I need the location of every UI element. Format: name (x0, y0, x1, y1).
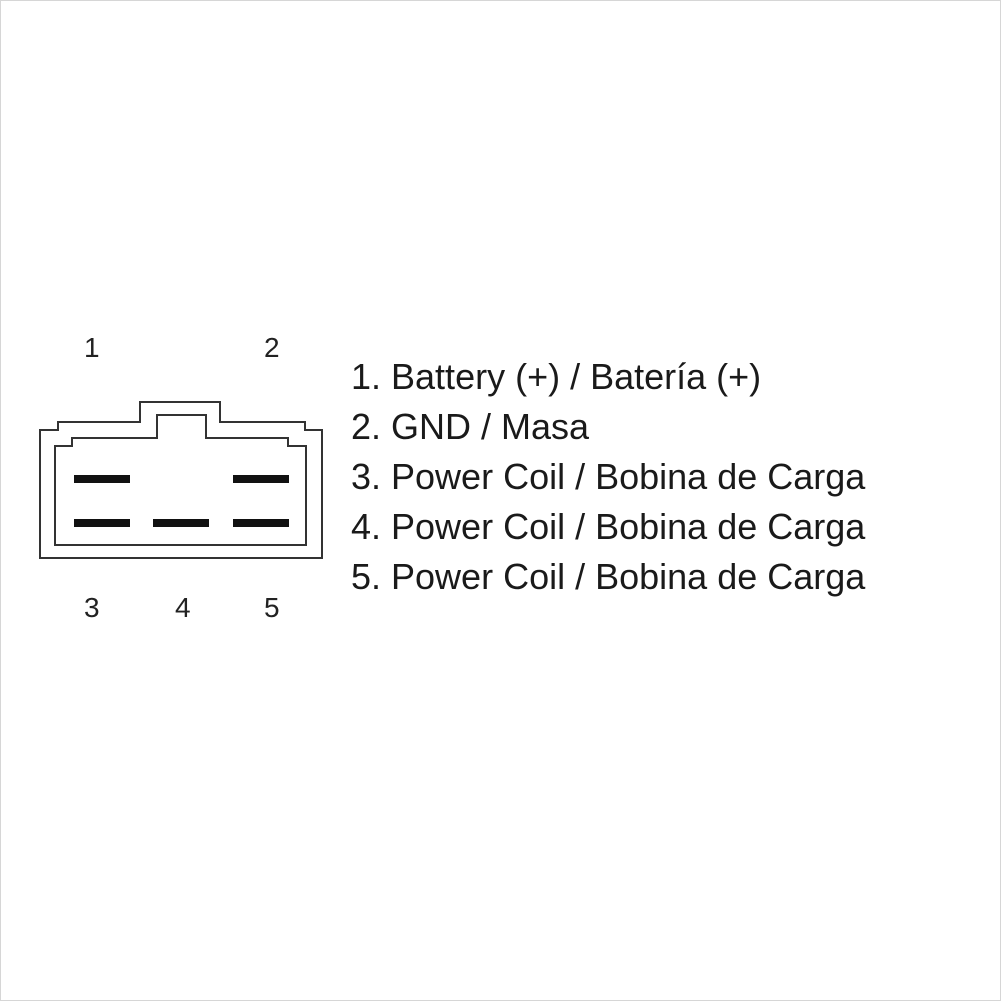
terminal-5 (233, 519, 289, 527)
terminal-2 (233, 475, 289, 483)
legend-item-5: 5. Power Coil / Bobina de Carga (351, 556, 866, 597)
pin-number-5: 5 (264, 592, 280, 623)
legend-item-3: 3. Power Coil / Bobina de Carga (351, 456, 866, 497)
legend-item-2: 2. GND / Masa (351, 406, 590, 447)
housing-outer-outline (39, 401, 323, 559)
legend-item-1: 1. Battery (+) / Batería (+) (351, 356, 762, 397)
pin-legend: 1. Battery (+) / Batería (+) 2. GND / Ma… (351, 352, 865, 602)
pin-number-4: 4 (175, 592, 191, 623)
terminal-4 (153, 519, 209, 527)
pin-number-2: 2 (264, 332, 280, 363)
legend-item-4: 4. Power Coil / Bobina de Carga (351, 506, 866, 547)
housing-inner-outline (54, 414, 307, 546)
terminal-1 (74, 475, 130, 483)
pin-number-1: 1 (84, 332, 100, 363)
terminals (74, 475, 289, 527)
connector-housing (39, 401, 323, 559)
terminal-3 (74, 519, 130, 527)
pin-number-3: 3 (84, 592, 100, 623)
